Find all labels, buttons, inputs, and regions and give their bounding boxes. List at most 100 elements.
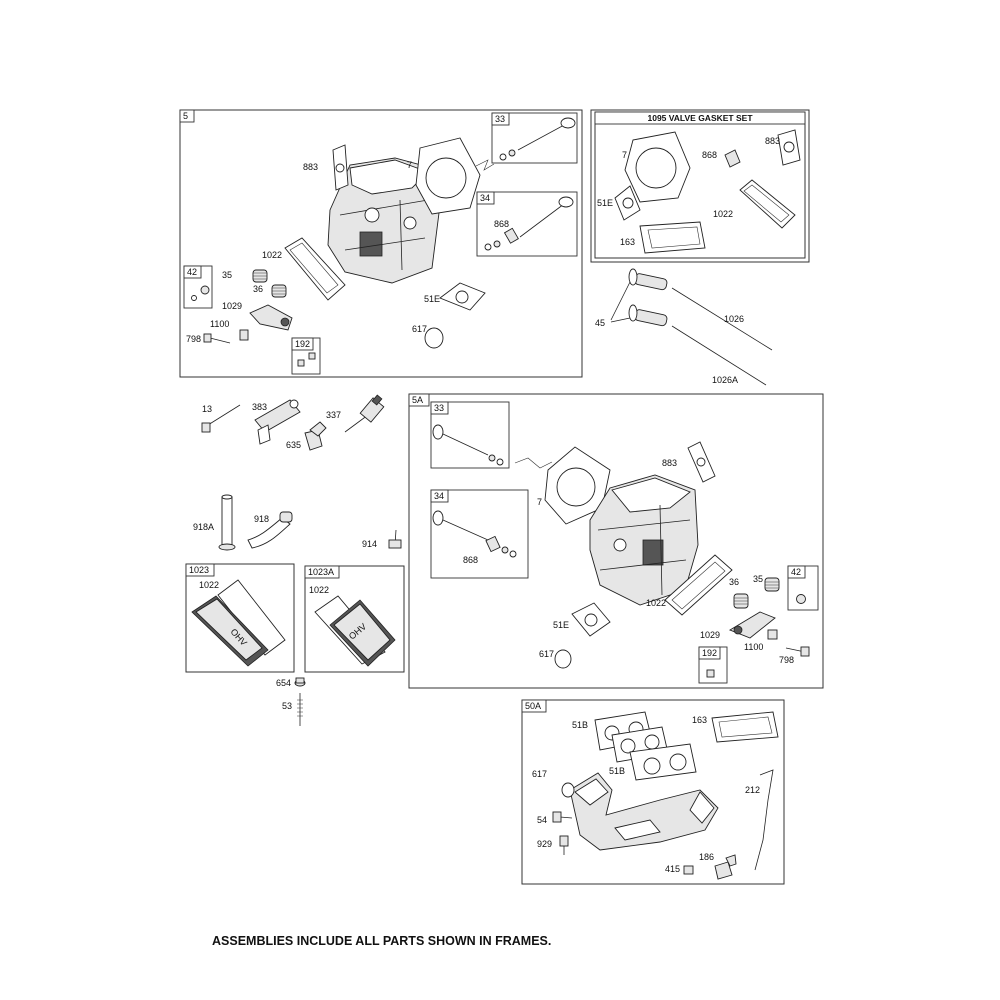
cylinder-head-5a-part xyxy=(589,474,699,606)
label-1029: 1029 xyxy=(222,301,242,311)
label-1022: 1022 xyxy=(262,250,282,260)
breather-383-part xyxy=(254,399,301,445)
label-5a-798: 798 xyxy=(779,655,794,665)
frame-5-box-42-label: 42 xyxy=(187,267,197,277)
label-798: 798 xyxy=(186,334,201,344)
label-918: 918 xyxy=(254,514,269,524)
bolt-914-part xyxy=(388,529,402,549)
label-36: 36 xyxy=(253,284,263,294)
head-gasket-part xyxy=(415,137,481,215)
label-337: 337 xyxy=(326,410,341,420)
label-5a-1100: 1100 xyxy=(744,642,763,652)
label-50a-163: 163 xyxy=(692,715,707,725)
manifold-gasket-51b-part xyxy=(594,711,697,781)
set-label-51e: 51E xyxy=(597,198,613,208)
bolt-798-part xyxy=(203,333,231,344)
footer-note: ASSEMBLIES INCLUDE ALL PARTS SHOWN IN FR… xyxy=(212,934,551,948)
bolt-798-5a-part xyxy=(785,646,810,657)
label-7: 7 xyxy=(407,160,412,170)
set-gasket-51e-part xyxy=(614,185,641,221)
label-1026a: 1026A xyxy=(712,375,738,385)
manifold-gasket-163-part xyxy=(711,711,779,743)
label-5a-617: 617 xyxy=(539,649,554,659)
label-53: 53 xyxy=(282,701,292,711)
label-654: 654 xyxy=(276,678,291,688)
label-45: 45 xyxy=(595,318,605,328)
set-gasket-883-part xyxy=(777,129,801,166)
frame-5a-box-34-label: 34 xyxy=(434,491,444,501)
frame-5a-box-42: 42 xyxy=(787,565,819,611)
frame-5-box-33-label: 33 xyxy=(495,114,505,124)
label-51e: 51E xyxy=(424,294,440,304)
o-ring-617-5a-part xyxy=(554,649,572,669)
label-5a-51e: 51E xyxy=(553,620,569,630)
label-868: 868 xyxy=(494,219,509,229)
hose-918-part xyxy=(247,511,293,549)
label-50a-54: 54 xyxy=(537,815,547,825)
set-label-868: 868 xyxy=(702,150,717,160)
fitting-186-part xyxy=(714,854,737,880)
rocker-pivot-1100-5a-part xyxy=(767,629,778,640)
rocker-arm-1029-5a-part xyxy=(728,611,776,639)
head-gasket-5a-part xyxy=(544,446,611,525)
rocker-gasket-1022-part xyxy=(284,237,346,301)
label-50a-51b-2: 51B xyxy=(609,766,625,776)
label-50a-186: 186 xyxy=(699,852,714,862)
set-gasket-1022-part xyxy=(739,179,796,229)
o-ring-617-50a-part xyxy=(561,782,575,798)
label-383: 383 xyxy=(252,402,267,412)
frame-5a: 5A 33 34 868 xyxy=(408,393,824,689)
label-1100: 1100 xyxy=(210,319,229,329)
rocker-arm-1029-part xyxy=(249,304,293,331)
label-5a-883: 883 xyxy=(662,458,677,468)
cylinder-head-part xyxy=(327,157,441,284)
stud-53-part xyxy=(297,693,303,726)
frame-5-box-33: 33 xyxy=(491,112,578,164)
frame-5a-box-33-label: 33 xyxy=(434,403,444,413)
push-rod-1026-part xyxy=(671,287,773,351)
valve-spring-35-5a-part xyxy=(764,577,780,592)
elbow-635-part xyxy=(304,421,327,451)
label-5a-1029: 1029 xyxy=(700,630,720,640)
frame-5a-box-33: 33 xyxy=(430,401,510,469)
frame-5a-box-42-label: 42 xyxy=(791,567,801,577)
label-635: 635 xyxy=(286,440,301,450)
exhaust-gasket-51e-part xyxy=(439,282,486,311)
tube-918a-part xyxy=(218,494,236,551)
spark-plug-337-part xyxy=(344,394,385,433)
intake-valve-part xyxy=(484,196,574,251)
set-seal-868-part xyxy=(724,149,741,168)
label-50a-929: 929 xyxy=(537,839,552,849)
frame-5-box-42: 42 xyxy=(183,265,213,309)
label-1023-1022: 1022 xyxy=(199,580,219,590)
label-5a-36: 36 xyxy=(729,577,739,587)
frame-valve-gasket-set: 1095 VALVE GASKET SET 7 868 883 51E 1022… xyxy=(590,109,810,263)
label-883: 883 xyxy=(303,162,318,172)
label-914: 914 xyxy=(362,539,377,549)
label-50a-617: 617 xyxy=(532,769,547,779)
o-ring-617-part xyxy=(424,327,444,349)
label-5a-1022: 1022 xyxy=(646,598,666,608)
rocker-cover-1023-part: OHV xyxy=(191,595,269,667)
nut-654-part xyxy=(294,677,306,687)
frame-50a-label: 50A xyxy=(525,701,541,711)
frame-5-box-34: 34 868 xyxy=(476,191,578,257)
frame-1023: 1023 OHV 1022 xyxy=(185,563,295,673)
push-rod-1026a-part xyxy=(671,325,767,386)
valve-link-line-5a xyxy=(514,457,553,469)
tappet-45-part xyxy=(610,268,668,327)
label-35: 35 xyxy=(222,270,232,280)
frame-1023a: 1023A OHV 1022 xyxy=(304,565,405,673)
set-label-163: 163 xyxy=(620,237,635,247)
frame-5a-box-34: 34 868 xyxy=(430,489,529,579)
frame-1023a-label: 1023A xyxy=(308,567,334,577)
nut-415-part xyxy=(683,865,694,875)
rocker-gasket-1022-5a-part xyxy=(664,554,733,616)
set-head-gasket-part xyxy=(624,131,691,203)
heat-shield-rod-212-part xyxy=(754,769,774,871)
frame-5a-label: 5A xyxy=(412,395,423,405)
frame-5-box-34-label: 34 xyxy=(480,193,490,203)
set-gasket-163-part xyxy=(639,221,706,254)
label-13: 13 xyxy=(202,404,212,414)
